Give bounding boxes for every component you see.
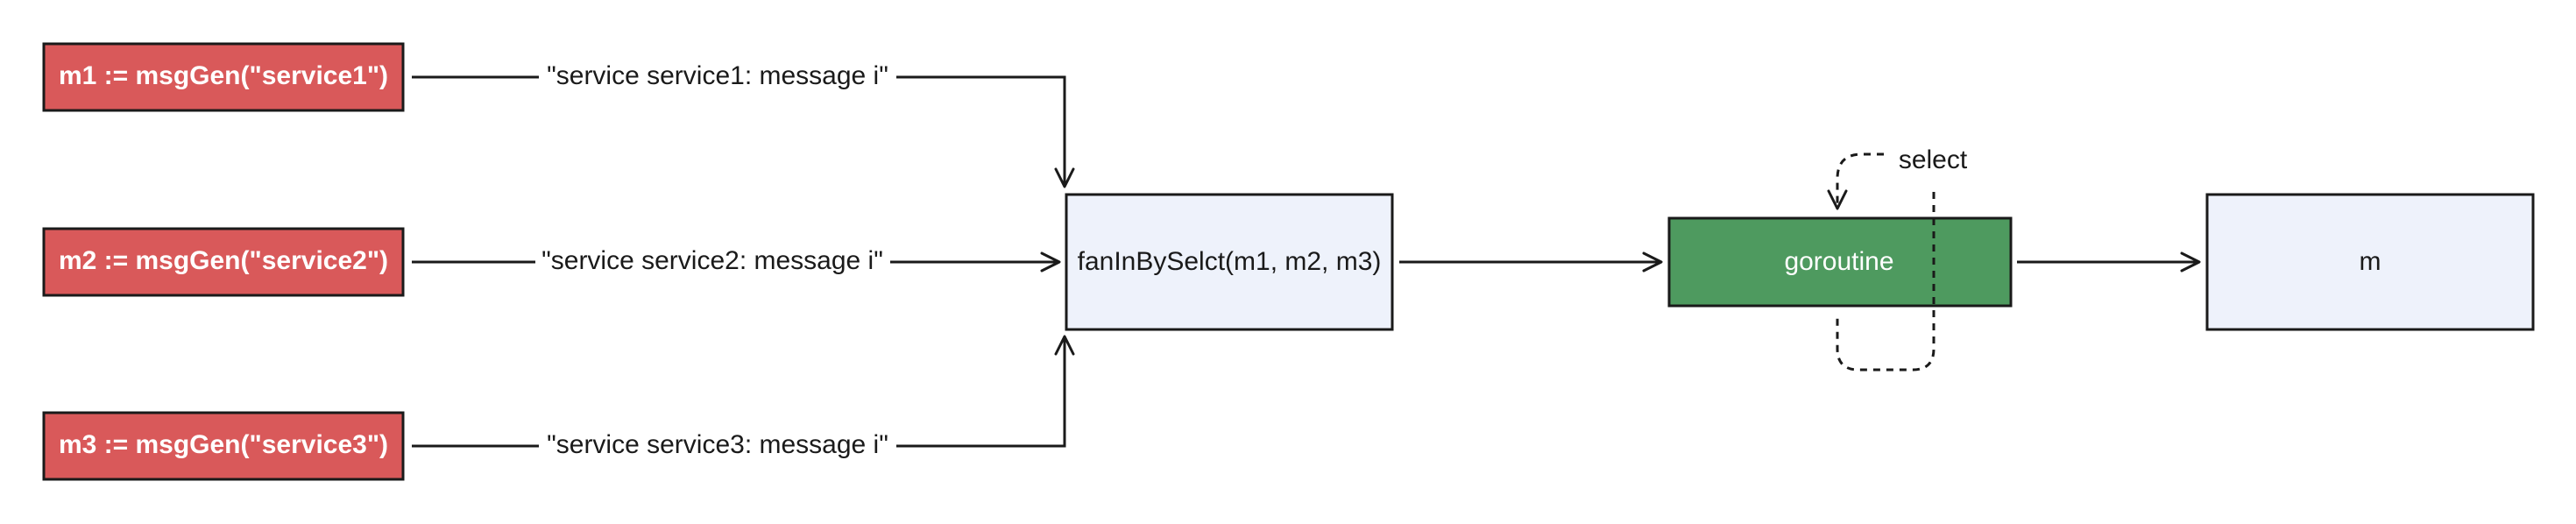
source-node-m3: m3 := msgGen("service3") (42, 411, 405, 481)
fanin-node: fanInBySelct(m1, m2, m3) (1065, 193, 1394, 331)
edge-label-m1: "service service1: message i" (547, 61, 888, 90)
output-node: m (2205, 193, 2535, 331)
source-label-m2: m2 := msgGen("service2") (59, 246, 388, 275)
source-label-m1: m1 := msgGen("service1") (59, 61, 388, 90)
source-node-m1: m1 := msgGen("service1") (42, 42, 405, 112)
fanin-label: fanInBySelct(m1, m2, m3) (1078, 247, 1382, 276)
source-label-m3: m3 := msgGen("service3") (59, 430, 388, 459)
goroutine-node: goroutine (1667, 216, 2013, 308)
select-loop-label: select (1899, 145, 1968, 174)
edge-label-m3: "service service3: message i" (547, 430, 888, 459)
source-node-m2: m2 := msgGen("service2") (42, 227, 405, 297)
edge-m1-to-fanin: "service service1: message i" (412, 61, 1075, 188)
select-loop: select (1827, 145, 1968, 372)
goroutine-label: goroutine (1784, 247, 1893, 276)
edge-m2-to-fanin: "service service2: message i" (412, 246, 1061, 275)
edge-label-m2: "service service2: message i" (541, 246, 883, 275)
edge-m3-to-fanin: "service service3: message i" (412, 335, 1075, 459)
output-label: m (2360, 247, 2381, 276)
